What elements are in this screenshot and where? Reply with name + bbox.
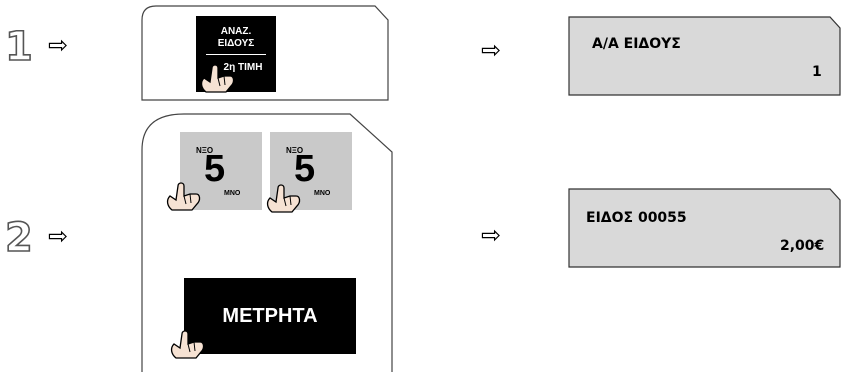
digit-5-key-second-digit: 5 xyxy=(294,148,316,190)
search-item-key-line2: ΕΙΔΟΥΣ xyxy=(217,38,255,49)
digit-5-key-first-sub: ΜΝΟ xyxy=(224,190,241,197)
digit-5-key-second-sub: ΜΝΟ xyxy=(314,190,331,197)
step-2-display-panel xyxy=(568,188,841,268)
step-1-display-value: 1 xyxy=(812,64,822,80)
search-item-key-line1: ΑΝΑΖ. xyxy=(220,26,252,37)
step-1-arrow: ⇨ xyxy=(48,31,69,59)
cash-key[interactable]: ΜΕΤΡΗΤΑ xyxy=(184,278,356,354)
search-item-key-divider xyxy=(206,54,266,55)
digit-5-key-first-digit: 5 xyxy=(204,148,226,190)
hand-pointer-icon xyxy=(170,330,205,359)
step-1-number: 1 xyxy=(4,24,33,70)
digit-5-key-second-top: ΝΞΟ xyxy=(286,146,304,155)
digit-5-key-first-top: ΝΞΟ xyxy=(196,146,214,155)
step-2-arrow: ⇨ xyxy=(48,222,69,250)
hand-pointer-icon xyxy=(266,184,301,213)
step-1-result-arrow: ⇨ xyxy=(481,36,502,64)
step-2-result-arrow: ⇨ xyxy=(481,221,502,249)
cash-key-label: ΜΕΤΡΗΤΑ xyxy=(222,305,318,327)
step-2-number: 2 xyxy=(4,215,33,261)
step-2-display-label: ΕΙΔΟΣ 00055 xyxy=(586,210,687,226)
digit-5-key-first[interactable]: ΝΞΟ 5 ΜΝΟ xyxy=(180,132,262,210)
hand-pointer-icon xyxy=(200,64,235,93)
search-item-key[interactable]: ΑΝΑΖ. ΕΙΔΟΥΣ 2η ΤΙΜΗ xyxy=(196,16,276,92)
step-1-display-label: Α/Α ΕΙΔΟΥΣ xyxy=(592,36,681,52)
step-1-display-panel xyxy=(568,16,841,96)
search-item-key-line3: 2η ΤΙΜΗ xyxy=(223,62,263,73)
hand-pointer-icon xyxy=(166,182,201,211)
step-2-display-value: 2,00€ xyxy=(780,238,825,254)
